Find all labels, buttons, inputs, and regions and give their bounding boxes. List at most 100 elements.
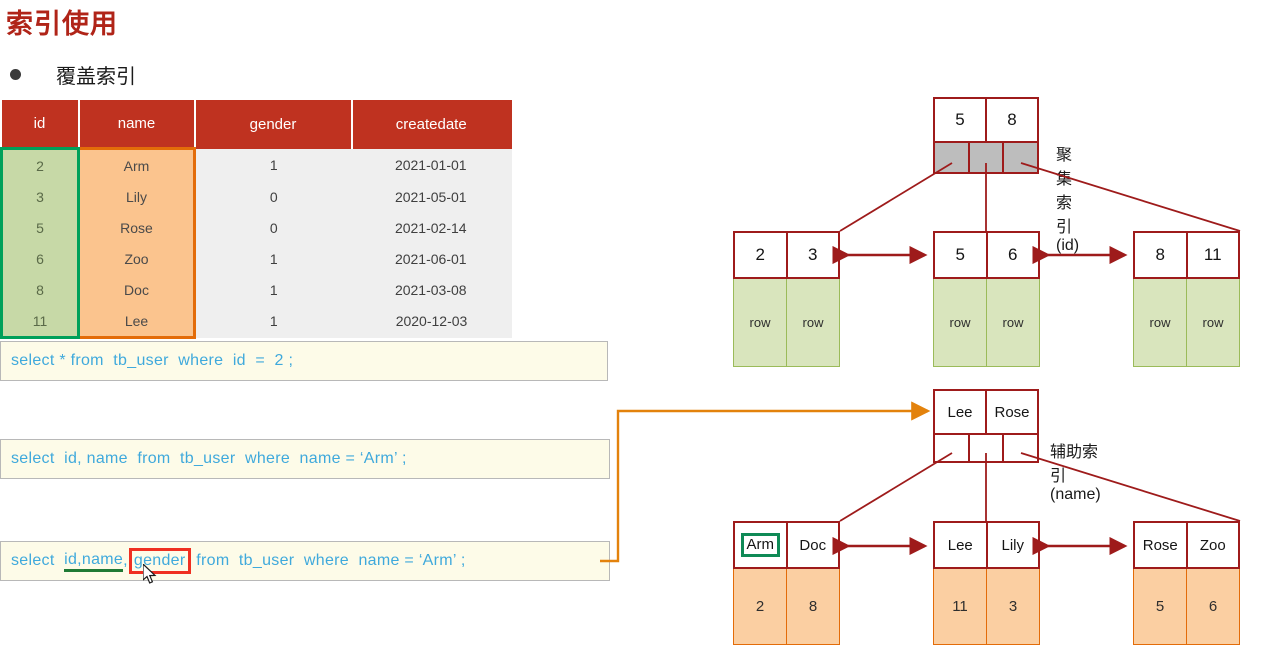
secondary-leaf-data-1: 2 8	[733, 569, 840, 645]
column-header-gender: gender	[194, 100, 353, 149]
secondary-root-key: Lee	[935, 391, 987, 433]
secondary-leaf-node-3: Rose Zoo 5 6	[1133, 521, 1240, 645]
clustered-leaf-key: 6	[1008, 245, 1018, 264]
clustered-leaf-row: row	[1187, 279, 1239, 366]
cell-name: Zoo	[77, 243, 196, 274]
table-row: 5 Rose 0 2021-02-14	[0, 212, 512, 243]
secondary-leaf-rowid: 11	[934, 569, 987, 644]
secondary-root-pointer	[969, 435, 1005, 461]
secondary-root-key: Rose	[994, 403, 1030, 421]
clustered-pointer-line-right	[1020, 162, 1241, 232]
cell-id: 2	[0, 147, 80, 181]
clustered-leaf-row: row	[1134, 279, 1187, 366]
sql-statement-2-text: select id, name from tb_user where name …	[11, 450, 407, 467]
secondary-leaf-data-3: 5 6	[1133, 569, 1240, 645]
bullet-row: 覆盖索引	[10, 60, 136, 89]
secondary-leaf-key: Rose	[1135, 523, 1188, 567]
clustered-leaf-key: 2	[735, 233, 788, 277]
table-row: 6 Zoo 1 2021-06-01	[0, 243, 512, 274]
bullet-label: 覆盖索引	[56, 66, 136, 88]
clustered-root-pointer	[969, 143, 1005, 172]
cell-name: Arm	[77, 147, 196, 181]
secondary-index-label: 辅助索引(name)	[1050, 444, 1101, 503]
column-header-name: name	[78, 100, 196, 149]
sql-statement-1-text: select * from tb_user where id = 2 ;	[11, 352, 294, 369]
clustered-root-pointer	[935, 143, 970, 172]
cell-name: Lily	[77, 181, 196, 212]
cell-createdate: 2021-02-14	[351, 212, 512, 243]
cell-name: Rose	[77, 212, 196, 243]
sql-statement-2[interactable]: select id, name from tb_user where name …	[0, 439, 610, 479]
clustered-leaf-key: 5	[935, 233, 988, 277]
clustered-leaf-row: row	[934, 279, 987, 366]
mouse-cursor-icon	[143, 564, 157, 584]
secondary-leaf-rowid: 5	[1134, 569, 1187, 644]
clustered-leaf-node-2: 5 6 row row	[933, 231, 1040, 367]
table-row: 2 Arm 1 2021-01-01	[0, 147, 512, 181]
clustered-leaf-key: 3	[808, 245, 818, 264]
clustered-root-node: 5 8	[933, 97, 1039, 174]
secondary-leaf-rowid: 6	[1187, 569, 1239, 644]
user-data-table: id name gender createdate 2 Arm 1 2021-0…	[0, 100, 512, 339]
clustered-root-pointer	[1004, 143, 1038, 172]
cell-gender: 1	[194, 243, 352, 274]
clustered-leaf-data-3: row row	[1133, 279, 1240, 367]
sql-statement-3-suffix: from tb_user where name = ‘Arm’ ;	[191, 552, 466, 569]
cell-name: Lee	[77, 305, 196, 339]
clustered-root-key: 8	[1007, 110, 1017, 129]
cell-gender: 1	[194, 148, 352, 181]
table-row: 8 Doc 1 2021-03-08	[0, 274, 512, 305]
column-header-id: id	[1, 100, 80, 149]
sql-statement-1[interactable]: select * from tb_user where id = 2 ;	[0, 341, 608, 381]
sql-statement-3-comma: ,	[123, 552, 128, 569]
secondary-leaf-key-highlight-box: Arm	[740, 533, 780, 557]
clustered-leaf-key: 11	[1203, 245, 1222, 264]
clustered-index-label: 聚集索引(id)	[1056, 147, 1080, 254]
secondary-root-pointers	[933, 435, 1039, 463]
secondary-leaf-key: Doc	[799, 536, 827, 554]
cell-gender: 0	[194, 212, 352, 243]
sql-statement-3-highlighted-column[interactable]: gender	[128, 548, 191, 574]
secondary-leaf-node-1: Arm Doc 2 8	[733, 521, 840, 645]
table-row: 11 Lee 1 2020-12-03	[0, 305, 512, 339]
page-title: 索引使用	[6, 9, 118, 39]
clustered-leaf-data-1: row row	[733, 279, 840, 367]
cell-id: 5	[0, 212, 80, 243]
sql-statement-3-prefix: select	[11, 552, 65, 569]
secondary-leaf-rowid: 8	[787, 569, 839, 644]
clustered-leaf-data-2: row row	[933, 279, 1040, 367]
cell-id: 3	[0, 181, 80, 212]
clustered-leaf-row: row	[787, 279, 839, 366]
cell-gender: 1	[194, 305, 352, 338]
clustered-leaf-key: 8	[1135, 233, 1188, 277]
secondary-leaf-key: Lily	[1001, 536, 1024, 554]
sql-statement-3-underlined-columns: id,name	[64, 551, 124, 572]
clustered-leaf-node-3: 8 11 row row	[1133, 231, 1240, 367]
secondary-root-node: Lee Rose	[933, 389, 1039, 463]
secondary-pointer-line-left	[839, 452, 953, 522]
cell-createdate: 2021-05-01	[351, 181, 512, 212]
clustered-leaf-row: row	[734, 279, 787, 366]
cell-createdate: 2021-01-01	[351, 148, 512, 181]
secondary-leaf-key: Zoo	[1199, 536, 1226, 554]
table-row: 3 Lily 0 2021-05-01	[0, 181, 512, 212]
cell-id: 8	[0, 274, 80, 305]
secondary-leaf-node-2: Lee Lily 11 3	[933, 521, 1040, 645]
table-header-row: id name gender createdate	[1, 100, 512, 149]
cell-gender: 0	[194, 181, 352, 212]
clustered-leaf-node-1: 2 3 row row	[733, 231, 840, 367]
cell-createdate: 2020-12-03	[351, 305, 512, 338]
bullet-dot-icon	[10, 69, 21, 80]
cell-gender: 1	[194, 274, 352, 305]
sql-statement-3[interactable]: select id,name,gender from tb_user where…	[0, 541, 610, 581]
secondary-leaf-rowid: 3	[987, 569, 1039, 644]
clustered-root-pointers	[933, 143, 1039, 174]
secondary-leaf-rowid: 2	[734, 569, 787, 644]
clustered-leaf-row: row	[987, 279, 1039, 366]
cell-id: 6	[0, 243, 80, 274]
secondary-root-pointer	[1004, 435, 1038, 461]
secondary-leaf-data-2: 11 3	[933, 569, 1040, 645]
column-header-createdate: createdate	[351, 100, 512, 149]
cell-createdate: 2021-06-01	[351, 243, 512, 274]
secondary-leaf-key-highlighted: Arm	[735, 523, 788, 567]
